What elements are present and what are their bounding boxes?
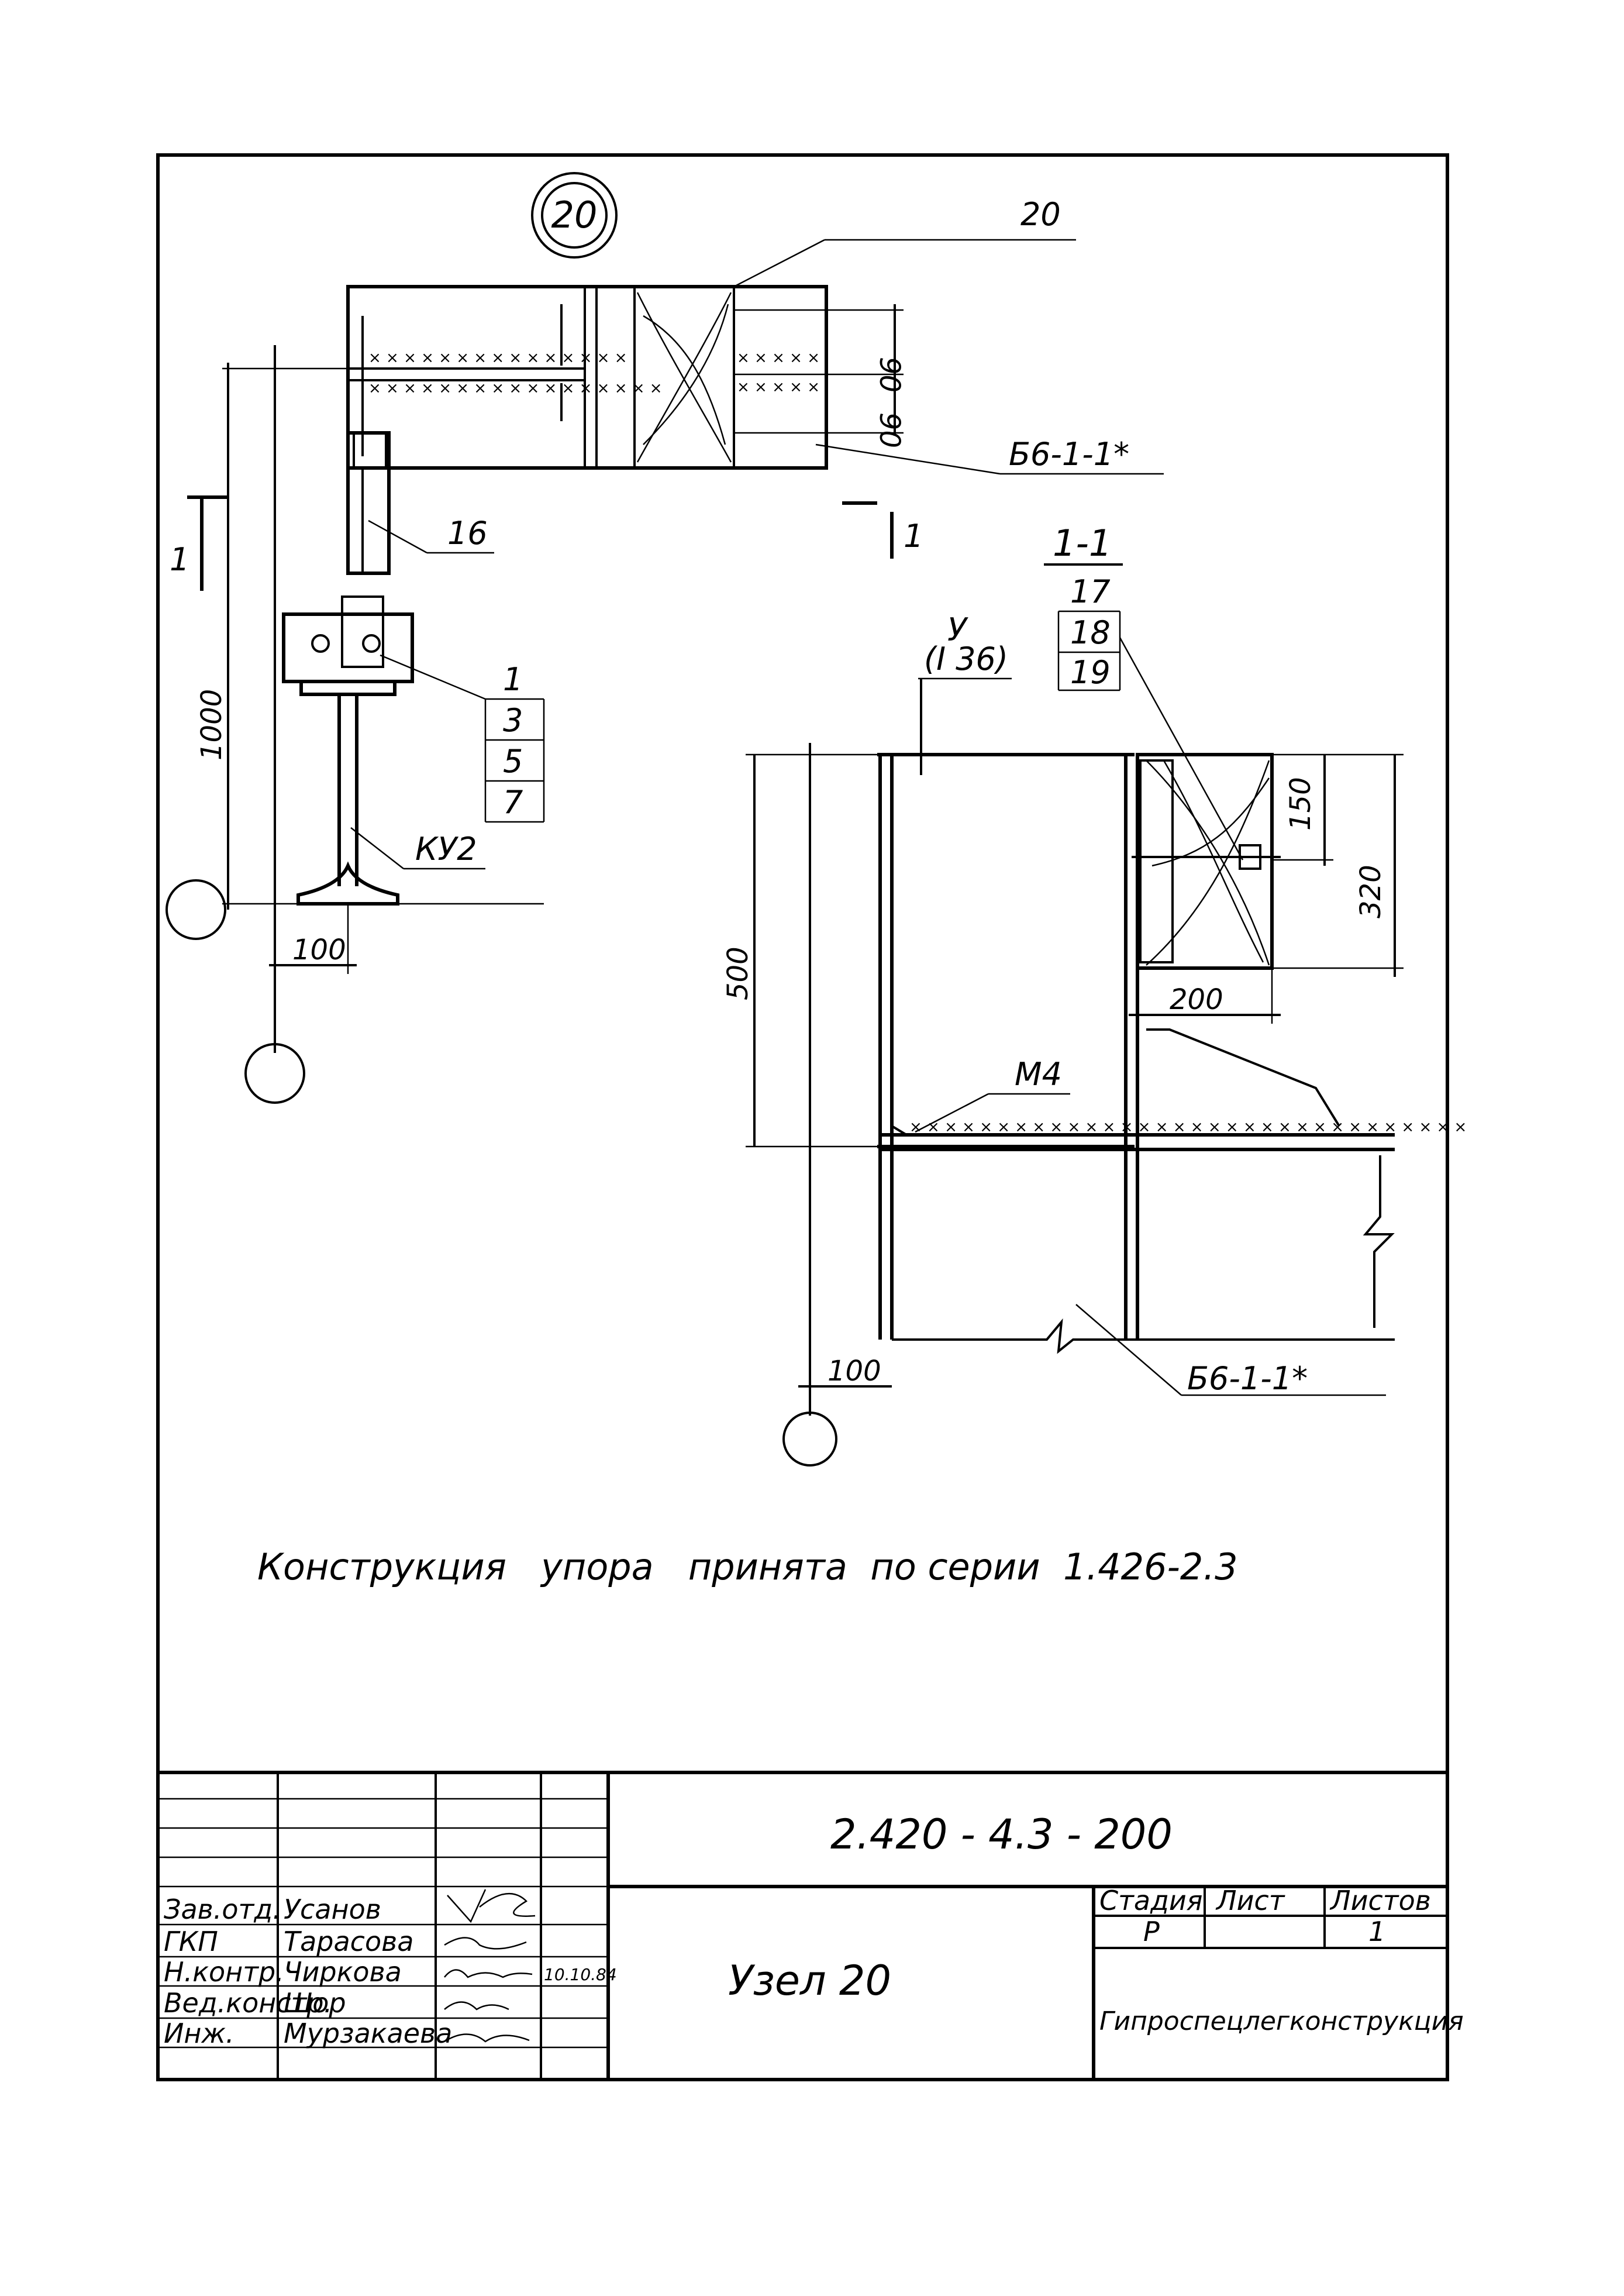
section-mark-left: 1	[170, 541, 189, 578]
part-5: 5	[503, 743, 523, 780]
dim-150: 150	[1284, 777, 1317, 831]
section-label: 1-1	[1053, 522, 1112, 564]
plate-mark: М4	[1015, 1056, 1062, 1093]
dim-90-a: 90	[873, 357, 906, 393]
svg-text:× × × × ×: × × × × ×	[737, 378, 820, 396]
part-19: 19	[1070, 654, 1111, 691]
sheets-value: 1	[1368, 1916, 1385, 1947]
staff-role-3: Н.контр.	[164, 1956, 284, 1988]
sheet-header: Лист	[1215, 1885, 1285, 1916]
dim-200: 200	[1170, 983, 1223, 1016]
staff-name-4: Шор	[284, 1987, 346, 2019]
leader-20: 20	[1020, 196, 1061, 233]
staff-role-5: Инж.	[164, 2018, 235, 2049]
part-list-right: 17 18 19	[1057, 573, 1121, 691]
part-3: 3	[503, 702, 523, 739]
elevation-view: × × × × × × × × × × × × × × × × × × × × …	[165, 196, 1164, 1104]
staff-name-5: Мурзакаева	[284, 2018, 452, 2049]
node-marker-label: 20	[551, 194, 598, 236]
staff-role-4: Вед.констр.	[164, 1987, 332, 2019]
connection-block	[1136, 753, 1274, 970]
svg-text:× × × × × × × × × × × × × × ×: × × × × × × × × × × × × × × ×	[368, 349, 627, 367]
staff-role-2: ГКП	[164, 1926, 218, 1957]
staff-name-1: Усанов	[284, 1894, 381, 1925]
section-1-1: 1-1 17 18 19 У (I 36) × × × × × × × × × …	[722, 522, 1467, 1467]
section-mark-right: 1	[904, 518, 923, 555]
node-marker: 20	[531, 172, 618, 259]
axis-bubble-section	[782, 1412, 837, 1467]
dim-100-right: 100	[827, 1355, 881, 1388]
sheet-title: Узел 20	[728, 1957, 891, 2005]
beam-mark-bottom: Б6-1-1*	[1187, 1360, 1308, 1397]
dim-90-b: 90	[873, 412, 906, 448]
signatures	[444, 1889, 536, 2043]
dim-500: 500	[722, 946, 754, 1000]
title-block: Зав.отд. Усанов ГКП Тарасова Н.контр. Чи…	[158, 1771, 1464, 2080]
stage-value: Р	[1143, 1916, 1160, 1947]
sheets-header: Листов	[1329, 1885, 1431, 1916]
top-beam-outline	[346, 285, 828, 470]
stage-header: Стадия	[1099, 1885, 1202, 1916]
sheet-frame	[156, 153, 1449, 2081]
construction-note: Конструкция упора принята по серии 1.426…	[257, 1545, 1238, 1588]
staff-name-3: Чиркова	[284, 1956, 402, 1988]
svg-text:× × × × × × × × × × × × × × ×: × × × × × × × × × × × × × × × × ×	[368, 380, 663, 397]
bracket-plate	[282, 612, 414, 683]
dim-320: 320	[1354, 865, 1387, 918]
staff-role-1: Зав.отд.	[164, 1894, 281, 1925]
organization: Гипроспецлегконструкция	[1099, 2006, 1464, 2036]
axis-bubble-upper	[165, 879, 226, 940]
svg-text:× × × × ×: × × × × ×	[737, 349, 820, 367]
post-mark: 16	[447, 515, 488, 552]
part-1: 1	[503, 661, 523, 698]
staff-date-3: 10.10.84	[544, 1965, 617, 1984]
svg-text:× × × × × × × × × × × × × × ×: × × × × × × × × × × × × × × × × × × × × …	[909, 1118, 1467, 1136]
dim-100-left: 100	[292, 934, 346, 966]
document-code: 2.420 - 4.3 - 200	[830, 1810, 1173, 1858]
column-mark: КУ2	[415, 831, 477, 868]
axis-bubble-lower	[244, 1043, 305, 1104]
dim-1000: 1000	[195, 689, 228, 760]
part-18: 18	[1070, 614, 1111, 651]
staff-name-2: Тарасова	[284, 1926, 413, 1957]
beam-mark-top: Б6-1-1*	[1009, 436, 1129, 473]
post	[346, 431, 391, 575]
beam-profile-sub: (I 36)	[924, 641, 1008, 677]
beam-profile-label: У	[947, 611, 968, 648]
part-17: 17	[1070, 573, 1111, 610]
part-7: 7	[503, 784, 523, 821]
part-list-left: 1 3 5 7	[484, 661, 545, 823]
